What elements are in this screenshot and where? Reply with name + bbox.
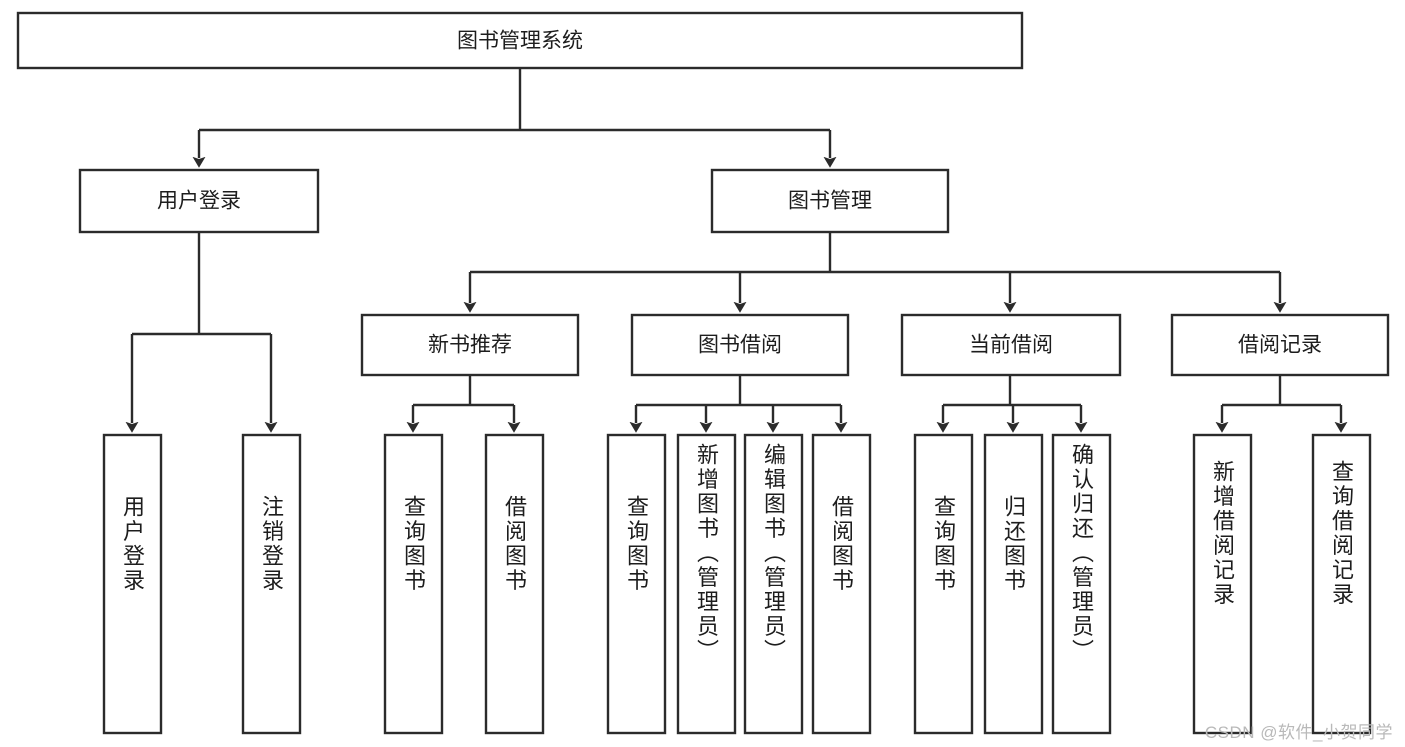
node-label-book-borrow: 图书借阅 — [698, 334, 782, 357]
node-label-user-login: 用户登录 — [157, 190, 241, 213]
node-box-borrow-record[interactable] — [1170, 313, 1390, 377]
node-current-borrow[interactable]: 当前借阅 — [900, 313, 1122, 377]
leaf-box-borrow-book-2[interactable] — [811, 433, 872, 735]
leaf-box-query-book-2[interactable] — [606, 433, 667, 735]
node-label-book-manage: 图书管理 — [788, 190, 872, 213]
connector-group-user-login-children — [125, 232, 278, 433]
connector-group-book-manage-children — [463, 232, 1287, 313]
leaf-box-add-book[interactable] — [676, 433, 737, 735]
leaf-box-group — [102, 433, 1372, 735]
connector-group-book-borrow-children — [629, 375, 848, 433]
connector-group-new-book-rec-children — [406, 375, 521, 433]
connector-group-borrow-record-children — [1215, 375, 1348, 433]
leaf-box-query-book-3[interactable] — [913, 433, 974, 735]
node-label-root: 图书管理系统 — [457, 30, 583, 53]
leaf-box-return-book[interactable] — [983, 433, 1044, 735]
leaf-box-user-login[interactable] — [102, 433, 163, 735]
node-box-current-borrow[interactable] — [900, 313, 1122, 377]
node-borrow-record[interactable]: 借阅记录 — [1170, 313, 1390, 377]
node-book-manage[interactable]: 图书管理 — [710, 168, 950, 234]
node-label-borrow-record: 借阅记录 — [1238, 334, 1322, 357]
node-box-book-manage[interactable] — [710, 168, 950, 234]
node-root-system[interactable]: 图书管理系统 — [16, 11, 1024, 70]
node-label-new-book-recommend: 新书推荐 — [428, 334, 512, 357]
node-box-user-login[interactable] — [78, 168, 320, 234]
leaf-box-confirm-return[interactable] — [1051, 433, 1112, 735]
leaf-box-query-book-1[interactable] — [383, 433, 444, 735]
node-label-current-borrow: 当前借阅 — [969, 334, 1053, 357]
node-new-book-recommend[interactable]: 新书推荐 — [360, 313, 580, 377]
node-box-book-borrow[interactable] — [630, 313, 850, 377]
leaf-box-edit-book[interactable] — [743, 433, 804, 735]
connector-group-root-to-level2 — [192, 68, 837, 168]
node-user-login[interactable]: 用户登录 — [78, 168, 320, 234]
node-box-root[interactable] — [16, 11, 1024, 70]
leaf-box-logout[interactable] — [241, 433, 302, 735]
leaf-box-query-borrow-record[interactable] — [1311, 433, 1372, 735]
node-box-new-book-recommend[interactable] — [360, 313, 580, 377]
leaf-box-add-borrow-record[interactable] — [1192, 433, 1253, 735]
leaf-box-borrow-book-1[interactable] — [484, 433, 545, 735]
connector-group-current-borrow-children — [936, 375, 1088, 433]
node-book-borrow[interactable]: 图书借阅 — [630, 313, 850, 377]
